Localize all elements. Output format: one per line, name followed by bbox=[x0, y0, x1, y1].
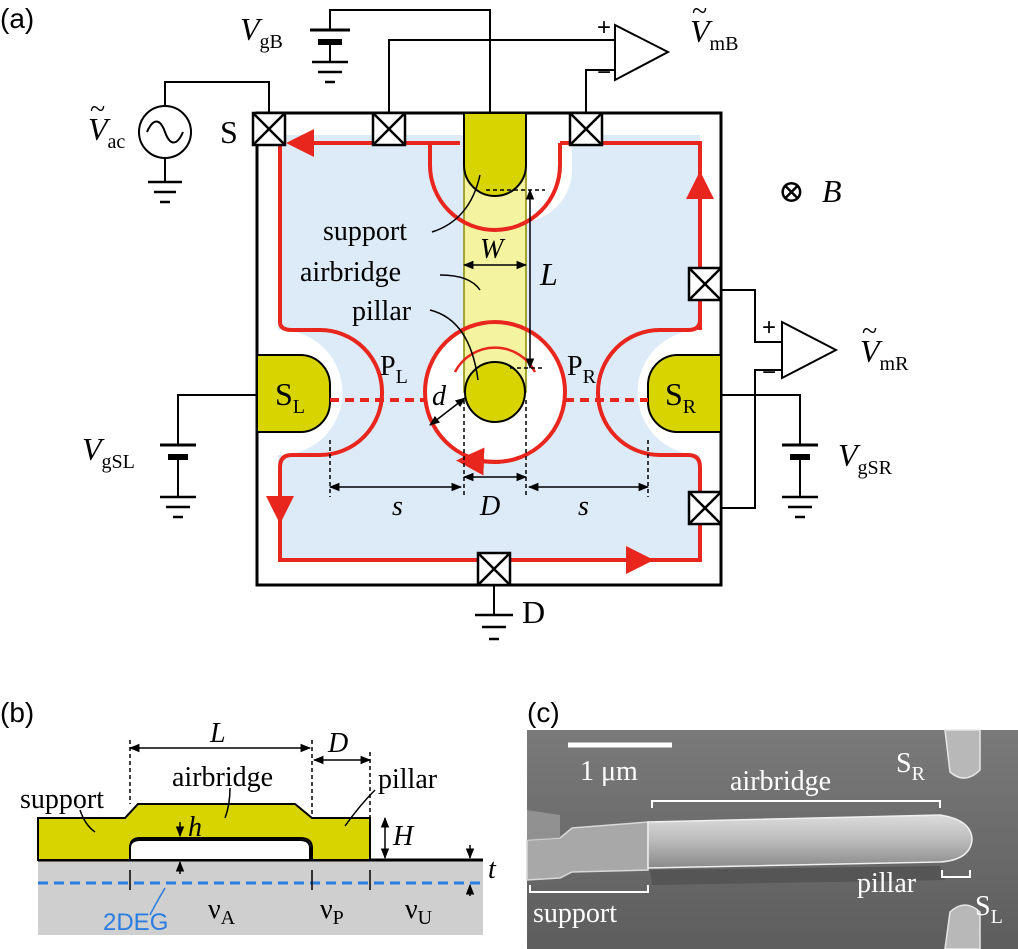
label-vmr: VmR bbox=[860, 333, 909, 375]
contact-right-lower bbox=[687, 490, 723, 526]
sem-airbridge-shadow bbox=[650, 866, 945, 885]
label-vmb-tilde: ~ bbox=[692, 0, 707, 27]
label-D: D bbox=[479, 491, 500, 522]
labels-a: VgB VmB ~ Vac ~ VmR ~ VgSL VgSR S D ⊗ B … bbox=[82, 0, 909, 630]
c-label-airbridge: airbridge bbox=[730, 766, 831, 797]
label-pillar: pillar bbox=[352, 296, 412, 327]
label-support: support bbox=[323, 216, 407, 247]
label-vgsr: VgSR bbox=[838, 437, 893, 479]
label-gate-left: SL bbox=[275, 376, 305, 418]
edge-ring-arrow bbox=[456, 447, 501, 476]
sem-support-shadow bbox=[527, 810, 560, 840]
b-field-icon: ⊗ bbox=[778, 173, 805, 209]
label-source: S bbox=[220, 114, 238, 150]
label-d: d bbox=[432, 381, 447, 412]
edge-right-lower bbox=[595, 391, 702, 505]
edge-top-arc bbox=[428, 143, 562, 232]
panel-a-label: (a) bbox=[0, 3, 34, 34]
edge-right-upper bbox=[596, 319, 702, 393]
panel-a: (a) bbox=[0, 0, 909, 641]
contact-source bbox=[251, 111, 287, 147]
wiring-a bbox=[138, 9, 839, 641]
b-label-nu-u: νU bbox=[405, 894, 433, 929]
support-pad bbox=[463, 112, 527, 197]
dims-a bbox=[328, 174, 650, 497]
sem-brackets bbox=[529, 800, 971, 893]
contact-bridge-right bbox=[568, 111, 604, 147]
label-s-left: s bbox=[392, 491, 403, 522]
b-label-L: L bbox=[209, 718, 226, 749]
b-label-nu-a: νA bbox=[208, 894, 236, 929]
sem-gate-sl bbox=[944, 904, 981, 949]
gate-left-pad bbox=[256, 354, 332, 433]
label-minus-top: − bbox=[597, 59, 611, 86]
contact-drain bbox=[476, 551, 512, 587]
panel-b-label: (b) bbox=[0, 697, 34, 728]
b-label-h: h bbox=[188, 812, 202, 843]
contact-bridge-left bbox=[371, 111, 407, 147]
sem-support bbox=[526, 821, 649, 881]
b-label-2deg: 2DEG bbox=[103, 909, 168, 936]
label-airbridge: airbridge bbox=[300, 257, 401, 288]
b-label-airbridge: airbridge bbox=[172, 762, 273, 793]
contact-right-upper bbox=[687, 266, 723, 302]
label-pr: PR bbox=[567, 351, 597, 388]
label-plus-top: + bbox=[597, 14, 611, 41]
label-vmr-tilde: ~ bbox=[862, 316, 877, 347]
panel-c-label: (c) bbox=[527, 697, 560, 728]
panel-c: (c) 1 μm airbridge support pillar SR SL bbox=[526, 697, 1018, 949]
label-vgsl: VgSL bbox=[82, 431, 135, 473]
b-label-t: t bbox=[488, 854, 497, 885]
labels-b: L D support airbridge pillar h H t 2DEG … bbox=[20, 718, 497, 936]
c-label-sr: SR bbox=[896, 748, 926, 785]
label-minus-right: − bbox=[762, 359, 776, 386]
sem-gate-sr bbox=[944, 729, 981, 779]
panel-b: (b) L D bbox=[0, 697, 497, 936]
pillar-disc bbox=[464, 361, 526, 423]
label-s-right: s bbox=[578, 491, 589, 522]
edge-left-upper bbox=[278, 143, 384, 393]
airbridge-gap bbox=[129, 839, 311, 861]
label-drain: D bbox=[522, 594, 545, 630]
c-label-support: support bbox=[533, 898, 617, 929]
b-label-support: support bbox=[20, 784, 104, 815]
label-W: W bbox=[480, 234, 506, 265]
label-vgb: VgB bbox=[240, 11, 283, 53]
label-L: L bbox=[539, 256, 558, 292]
b-label-nu-p: νP bbox=[320, 894, 344, 929]
dims-b bbox=[79, 740, 475, 916]
label-vac: Vac bbox=[88, 111, 125, 153]
label-b-field: B bbox=[822, 173, 842, 209]
labels-c: 1 μm airbridge support pillar SR SL bbox=[533, 748, 1003, 929]
label-vmb: VmB bbox=[690, 13, 738, 55]
b-label-D: D bbox=[327, 728, 348, 759]
b-label-pillar: pillar bbox=[378, 764, 438, 795]
gate-right-pad bbox=[646, 354, 722, 433]
substrate bbox=[38, 860, 483, 935]
c-label-pillar: pillar bbox=[857, 868, 917, 899]
b-label-H: H bbox=[392, 821, 415, 852]
label-vac-tilde: ~ bbox=[90, 94, 105, 125]
label-plus-right: + bbox=[762, 314, 776, 341]
sem-airbridge bbox=[647, 814, 973, 869]
label-pl: PL bbox=[380, 351, 408, 388]
label-gate-right: SR bbox=[665, 376, 697, 418]
c-label-sl: SL bbox=[975, 891, 1003, 928]
c-label-scale: 1 μm bbox=[580, 756, 638, 787]
